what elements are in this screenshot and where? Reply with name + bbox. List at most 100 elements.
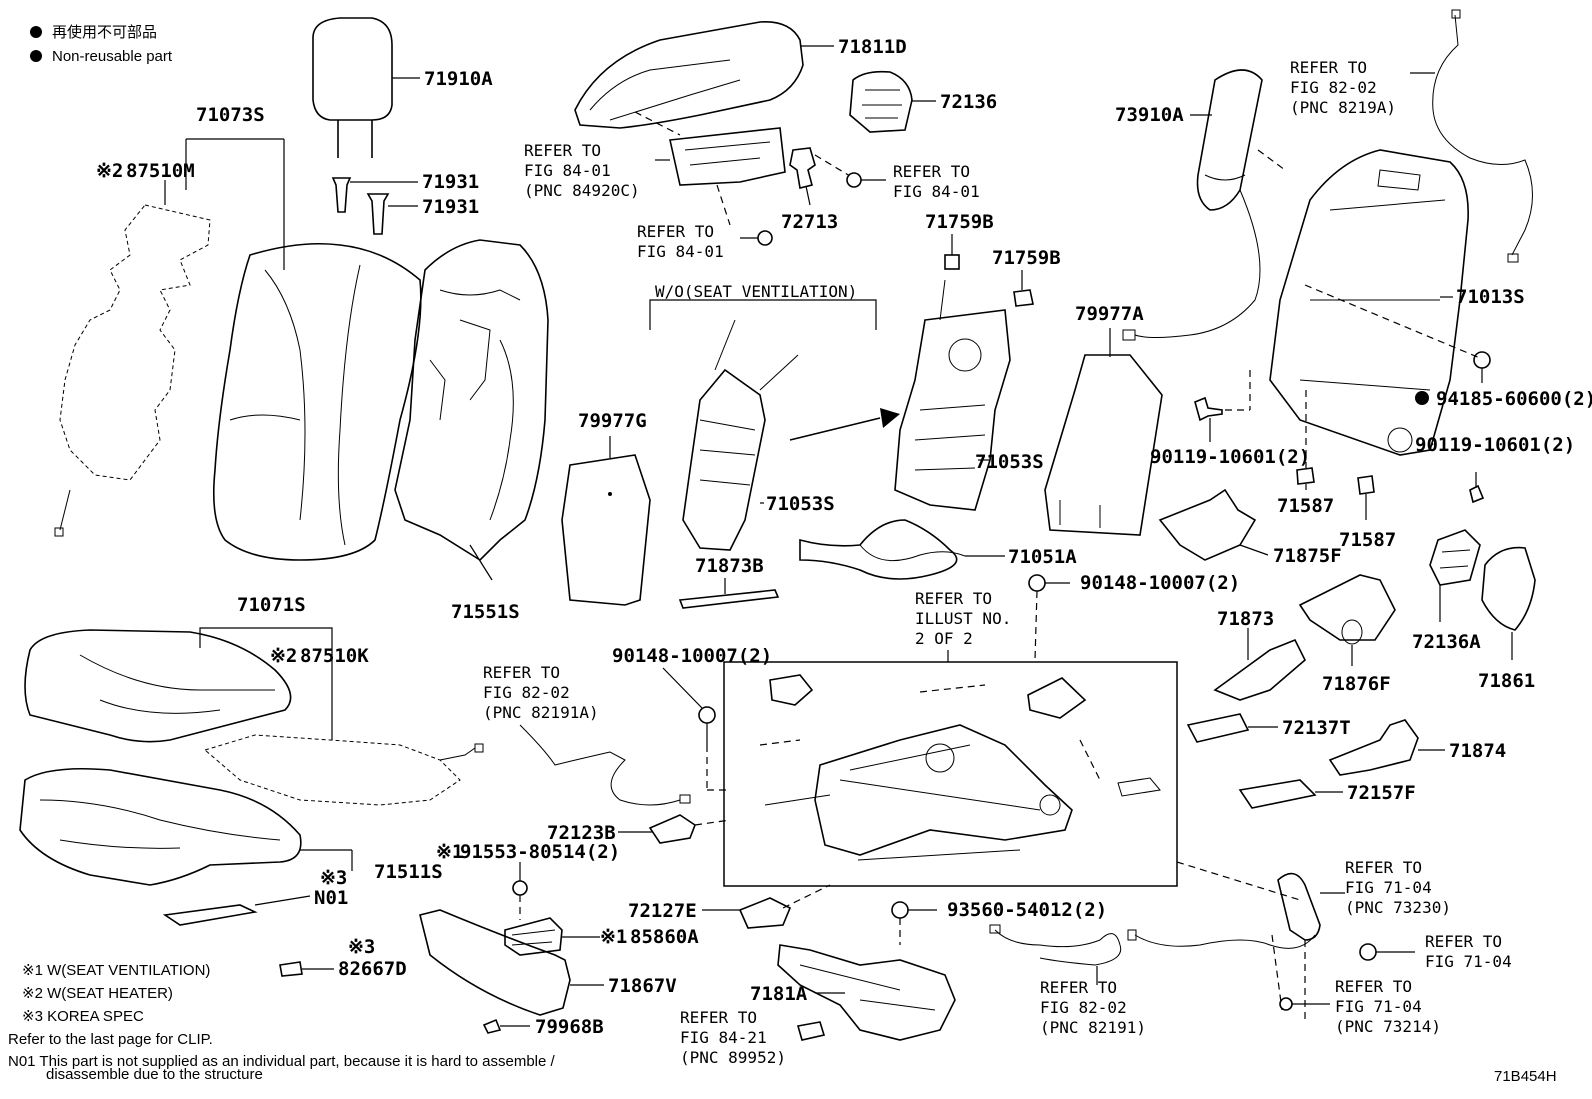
clip-71587-a[interactable] bbox=[1296, 390, 1315, 490]
blower-85860A[interactable] bbox=[504, 917, 600, 956]
ref-84920c-line2: FIG 84-01 bbox=[524, 161, 611, 180]
cushion-pad-71511S[interactable] bbox=[19, 768, 353, 886]
section-label-wo-ventilation: W/O(SEAT VENTILATION) bbox=[655, 282, 857, 301]
pnc-71876F: 71876F bbox=[1322, 673, 1391, 695]
seatback-heater-87510M[interactable] bbox=[54, 180, 211, 537]
ref-82191a-line2: FIG 82-02 bbox=[483, 683, 570, 702]
seat-side-cover-71811D[interactable] bbox=[574, 21, 834, 129]
cover-72123B[interactable] bbox=[618, 814, 731, 844]
nut-71-04-icon[interactable] bbox=[1359, 943, 1415, 961]
mark-82667D: ※3 bbox=[348, 936, 375, 958]
cover-71861[interactable] bbox=[1481, 546, 1536, 660]
knob-72136A[interactable] bbox=[1429, 529, 1481, 622]
mark-85860A: ※1 bbox=[600, 926, 627, 948]
seat-base-7181A[interactable] bbox=[777, 944, 956, 1041]
seatback-frame-71013S[interactable] bbox=[1269, 149, 1469, 456]
seat-harness-82191[interactable] bbox=[989, 924, 1122, 985]
pnc-71931-b: 71931 bbox=[422, 196, 479, 218]
cover-72157F[interactable] bbox=[1238, 779, 1343, 809]
non-reusable-bullet-icon bbox=[30, 26, 42, 38]
mark-87510K: ※2 bbox=[270, 645, 297, 667]
cushion-harness-82191A[interactable] bbox=[519, 724, 691, 806]
ref-7104b-line2: FIG 71-04 bbox=[1425, 952, 1512, 971]
pnc-71587-a: 71587 bbox=[1277, 495, 1334, 517]
bolt-90148-icon[interactable] bbox=[1028, 574, 1070, 661]
bolt-90148-left-icon[interactable] bbox=[662, 667, 730, 791]
seatback-harness-8219A[interactable] bbox=[1410, 9, 1533, 263]
seatback-cover-71073S[interactable] bbox=[185, 138, 422, 561]
without-seat-ventilation-group bbox=[649, 299, 877, 330]
cover-72127E[interactable] bbox=[702, 884, 831, 929]
headrest-71910A[interactable] bbox=[312, 17, 420, 158]
bolt-90119-left-icon[interactable] bbox=[1194, 370, 1251, 442]
screw-91553-icon[interactable] bbox=[512, 862, 528, 920]
ref-73230-line2: FIG 71-04 bbox=[1345, 878, 1432, 897]
pnc-N01: N01 bbox=[314, 887, 348, 909]
connector-82667D[interactable] bbox=[279, 961, 334, 977]
pnc-93560-54012: 93560-54012(2) bbox=[947, 899, 1107, 921]
rod-71873B[interactable] bbox=[678, 578, 780, 609]
pnc-72157F: 72157F bbox=[1347, 782, 1416, 804]
clip-79968B[interactable] bbox=[482, 1018, 530, 1034]
pnc-71051A: 71051A bbox=[1008, 546, 1077, 568]
pnc-72137T: 72137T bbox=[1282, 717, 1351, 739]
clip-71587-b[interactable] bbox=[1357, 475, 1375, 520]
pnc-72123B: 72123B bbox=[547, 822, 616, 844]
nut-94185-icon[interactable] bbox=[1304, 284, 1491, 405]
cushion-heater-87510K[interactable] bbox=[203, 725, 484, 806]
seatback-pad-71551S[interactable] bbox=[394, 239, 549, 581]
clip-71759B[interactable] bbox=[944, 234, 960, 270]
bracket-72713[interactable] bbox=[789, 147, 851, 206]
cushion-cover-71071S[interactable] bbox=[24, 627, 333, 743]
n01-note-line1: N01 This part is not supplied as an indi… bbox=[8, 1053, 556, 1070]
pnc-87510M: 87510M bbox=[126, 160, 195, 182]
lumbar-harness-71051A[interactable] bbox=[799, 519, 1005, 580]
seat-switch-72136[interactable] bbox=[849, 70, 936, 133]
seat-track-adjuster[interactable] bbox=[759, 674, 1161, 861]
bolt-icon[interactable] bbox=[846, 172, 886, 188]
sensor-N01[interactable] bbox=[162, 895, 311, 926]
cover-72137T[interactable] bbox=[1186, 713, 1278, 743]
pnc-72127E: 72127E bbox=[628, 900, 697, 922]
bolt-icon[interactable] bbox=[740, 230, 773, 246]
bolt-90119-right-icon[interactable] bbox=[1469, 472, 1485, 504]
pnc-71551S: 71551S bbox=[451, 601, 520, 623]
cover-71874[interactable] bbox=[1328, 719, 1445, 776]
power-seat-switch-body[interactable] bbox=[634, 111, 786, 226]
lumbar-support-71053S-right[interactable] bbox=[894, 279, 1011, 511]
pnc-79977A: 79977A bbox=[1075, 303, 1144, 325]
track-link-leader bbox=[1176, 861, 1301, 901]
pnc-79968B: 79968B bbox=[535, 1016, 604, 1038]
pnc-71910A: 71910A bbox=[424, 68, 493, 90]
pnc-71053S-a: 71053S bbox=[766, 493, 835, 515]
seatback-pad-79977A[interactable] bbox=[1044, 328, 1163, 536]
cushion-pad-79977G[interactable] bbox=[561, 436, 651, 606]
footnote-2: ※2 W(SEAT HEATER) bbox=[22, 985, 173, 1002]
ref-82191-line2: FIG 82-02 bbox=[1040, 998, 1127, 1017]
pnc-94185-60600: 94185-60600(2) bbox=[1436, 388, 1592, 410]
cover-89952[interactable] bbox=[796, 1021, 826, 1041]
side-airbag-73910A[interactable] bbox=[1122, 69, 1286, 341]
pnc-72136: 72136 bbox=[940, 91, 997, 113]
washer-73214-icon[interactable] bbox=[1279, 997, 1330, 1011]
pnc-7181A: 7181A bbox=[750, 983, 808, 1005]
seat-track-adjuster-box[interactable] bbox=[723, 661, 1178, 887]
cover-71875F[interactable] bbox=[1158, 488, 1269, 561]
pnc-90148-10007-a: 90148-10007(2) bbox=[1080, 572, 1240, 594]
seat-belt-buckle-73230[interactable] bbox=[1127, 872, 1345, 1020]
pnc-91553-80514: 91553-80514(2) bbox=[460, 841, 620, 863]
pnc-71874: 71874 bbox=[1449, 740, 1506, 762]
cover-71876F[interactable] bbox=[1298, 574, 1396, 666]
pnc-71875F: 71875F bbox=[1273, 545, 1342, 567]
clip-71759B[interactable] bbox=[1013, 270, 1034, 307]
pnc-87510K: 87510K bbox=[300, 645, 369, 667]
bolt-93560-icon[interactable] bbox=[891, 901, 937, 945]
ref-illust-line1: REFER TO bbox=[915, 589, 992, 608]
lumbar-support-71053S-left[interactable] bbox=[682, 319, 799, 551]
cover-71867V[interactable] bbox=[419, 909, 604, 1016]
pnc-71931-a: 71931 bbox=[422, 171, 479, 193]
pnc-73910A: 73910A bbox=[1115, 104, 1184, 126]
cover-71873[interactable] bbox=[1213, 628, 1306, 701]
pnc-71013S: 71013S bbox=[1456, 286, 1525, 308]
headrest-guide-71931[interactable] bbox=[331, 177, 418, 235]
